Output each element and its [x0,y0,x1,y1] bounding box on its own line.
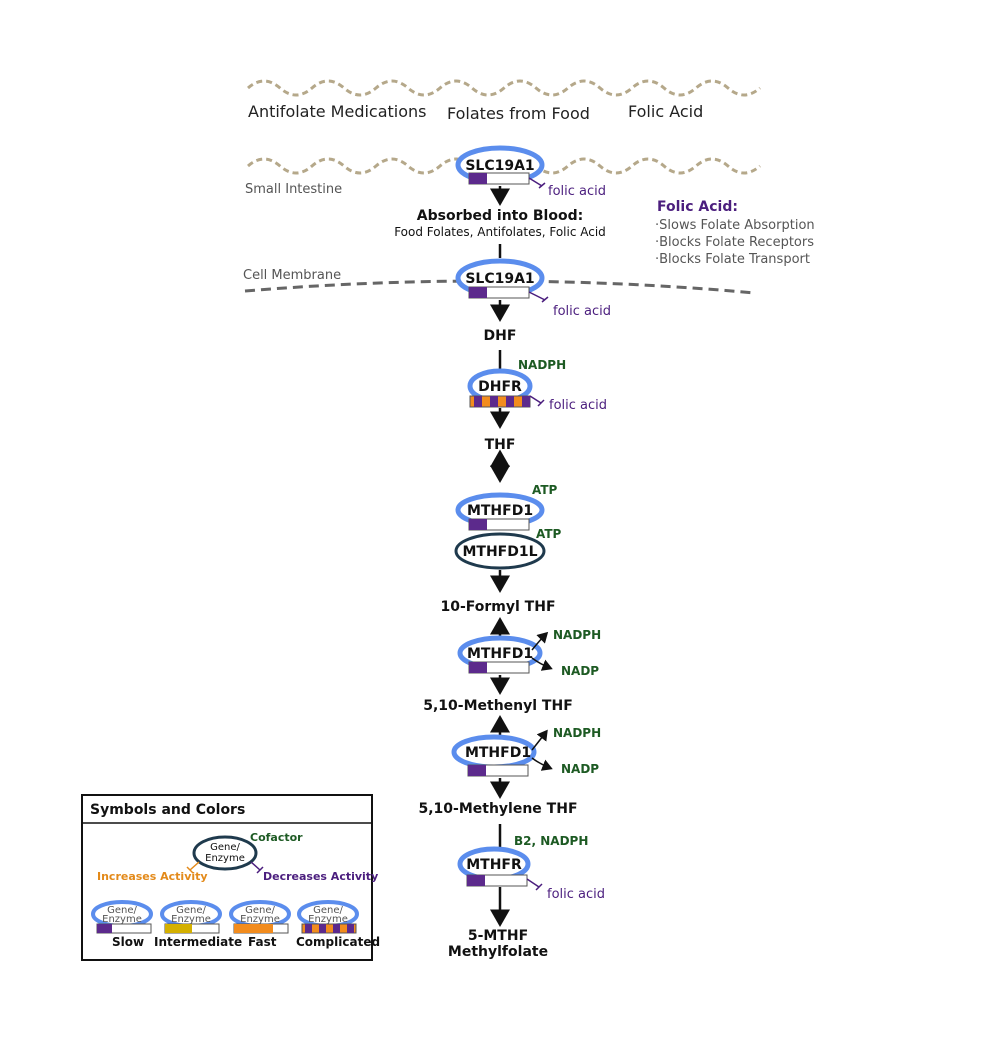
cell-membrane-line [244,279,756,295]
cell-membrane-label: Cell Membrane [243,268,341,283]
cofactor-atp-2: ATP [536,527,562,541]
source-food: Folates from Food [447,104,590,123]
metabolite-methylfolate: Methylfolate [448,944,548,960]
svg-text:Gene/: Gene/ [245,905,275,916]
note-title: Folic Acid: [657,199,738,215]
metabolite-methenyl: 5,10-Methenyl THF [423,698,573,714]
enzyme-slc19a1-membrane: SLC19A1 [455,258,545,299]
legend-complicated: Gene/ Enzyme Complicated [296,900,380,949]
metabolite-formyl: 10-Formyl THF [440,599,555,615]
legend-intermediate-label: Intermediate [154,935,242,949]
note-item-2: ·Blocks Folate Receptors [655,235,814,250]
legend-box: Symbols and Colors Gene/ Enzyme Cofactor… [81,794,380,961]
enzyme-label: MTHFD1 [467,503,533,519]
svg-text:Gene/: Gene/ [313,905,343,916]
legend-slow: Gene/ Enzyme Slow [91,900,153,949]
note-item-3: ·Blocks Folate Transport [655,252,810,267]
inhibitor-label-1: folic acid [548,184,606,199]
legend-gene-1: Gene/ [210,842,240,853]
legend-title: Symbols and Colors [90,802,245,818]
absorbed-detail: Food Folates, Antifolates, Folic Acid [394,225,606,239]
enzyme-mthfd1l: MTHFD1L [454,532,546,570]
enzyme-mthfd1-c: MTHFD1 [451,734,537,777]
legend-decreases: Decreases Activity [263,870,378,883]
inhibitor-label-4: folic acid [547,887,605,902]
enzyme-dhfr: DHFR [467,368,533,408]
enzyme-label: MTHFD1 [467,646,533,662]
note-item-1: ·Slows Folate Absorption [655,218,815,233]
metabolite-methylene: 5,10-Methylene THF [418,801,577,817]
svg-text:Enzyme: Enzyme [308,914,348,925]
enzyme-label: DHFR [478,379,522,395]
svg-text:Enzyme: Enzyme [171,914,211,925]
legend-gene-2: Enzyme [205,853,245,864]
small-intestine-label: Small Intestine [245,182,342,197]
svg-text:Gene/: Gene/ [107,905,137,916]
svg-text:Enzyme: Enzyme [102,914,142,925]
enzyme-mthfr: MTHFR [457,846,531,887]
legend-fast-label: Fast [248,935,277,949]
legend-complicated-label: Complicated [296,935,380,949]
legend-intermediate: Gene/ Enzyme Intermediate [154,900,242,949]
enzyme-slc19a1-intestine: SLC19A1 [455,145,545,185]
inhibitor-label-2: folic acid [553,304,611,319]
enzyme-label: MTHFD1 [465,745,531,761]
cofactor-nadp-3: NADP [561,762,599,776]
cofactor-nadph-3: NADPH [553,726,601,740]
cofactor-nadph-dhfr: NADPH [518,358,566,372]
enzyme-mthfd1-b: MTHFD1 [457,635,543,674]
metabolite-thf: THF [485,437,516,453]
svg-text:Enzyme: Enzyme [240,914,280,925]
cofactor-nadph-2: NADPH [553,628,601,642]
source-folic-acid: Folic Acid [628,102,703,121]
enzyme-label: SLC19A1 [465,271,534,287]
legend-fast: Gene/ Enzyme Fast [229,900,291,949]
enzyme-mthfd1-a: MTHFD1 [455,492,545,531]
legend-slow-label: Slow [112,935,144,949]
legend-increases: Increases Activity [97,870,208,883]
absorbed-title: Absorbed into Blood: [417,208,583,224]
enzyme-label: MTHFR [466,857,522,873]
enzyme-label: MTHFD1L [462,544,537,560]
cofactor-atp-1: ATP [532,483,558,497]
cofactor-b2-nadph: B2, NADPH [514,834,588,848]
metabolite-dhf: DHF [484,328,517,344]
svg-text:Gene/: Gene/ [176,905,206,916]
source-antifolate: Antifolate Medications [248,102,427,121]
cofactor-nadp-2: NADP [561,664,599,678]
legend-cofactor: Cofactor [250,831,303,844]
enzyme-label: SLC19A1 [465,158,534,174]
metabolite-5mthf: 5-MTHF [468,928,528,944]
inhibitor-label-3: folic acid [549,398,607,413]
intestine-wave-top [247,79,761,97]
